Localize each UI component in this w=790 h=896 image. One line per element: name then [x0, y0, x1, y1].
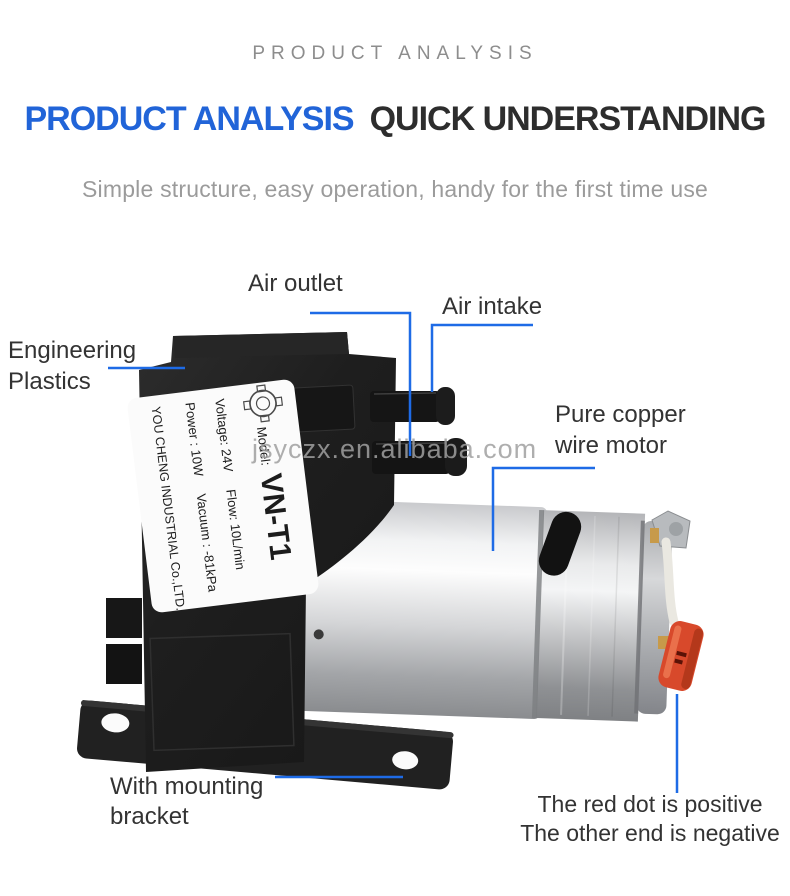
page-title-blue: PRODUCT ANALYSIS: [24, 100, 354, 138]
page-title: PRODUCT ANALYSIS QUICK UNDERSTANDING: [0, 100, 790, 139]
spec-model-key: Model:: [254, 426, 274, 467]
brand-logo-icon: [243, 384, 284, 423]
polarity-line-positive: The red dot is positive: [537, 791, 763, 817]
air-intake-label: Air intake: [442, 293, 543, 320]
bracket-hole-right: [392, 751, 419, 770]
polarity-line-negative: The other end is negative: [520, 820, 780, 846]
leader-pure-copper: [491, 466, 595, 551]
pump-body-front-panel: [149, 632, 295, 752]
polarity-label: The red dot is positive The other end is…: [515, 790, 785, 848]
body-left-tab-upper: [106, 598, 142, 638]
page-subtitle: Simple structure, easy operation, handy …: [81, 176, 709, 202]
leader-air-intake: [430, 323, 533, 392]
engineering-plastics-label: Engineering Plastics: [8, 337, 137, 395]
motor-screw: [313, 629, 324, 640]
air-outlet-port: [372, 438, 467, 476]
capacitor-red-dot: [658, 621, 704, 691]
motor-wire: [661, 537, 679, 627]
eyebrow-title: PRODUCT ANALYSIS: [252, 43, 538, 64]
watermark: jsyczx.en.alibaba.com: [251, 434, 537, 464]
spec-label: Model: VN-T1 Voltage: 24V Flow: 10L/min …: [127, 379, 319, 613]
motor-vent-hole: [538, 511, 582, 576]
mounting-bracket-label: With mounting bracket: [110, 773, 264, 830]
air-intake-port: [370, 387, 455, 425]
body-left-tab-lower: [106, 644, 142, 684]
pure-copper-motor-label: Pure copper wire motor: [555, 401, 686, 459]
motor-terminals: [650, 510, 691, 649]
page-title-dark: QUICK UNDERSTANDING: [369, 100, 767, 138]
pump-body-lid: [173, 332, 349, 358]
bracket-hole-left: [101, 713, 130, 733]
leader-air-outlet: [310, 311, 412, 456]
air-outlet-label: Air outlet: [248, 270, 343, 297]
